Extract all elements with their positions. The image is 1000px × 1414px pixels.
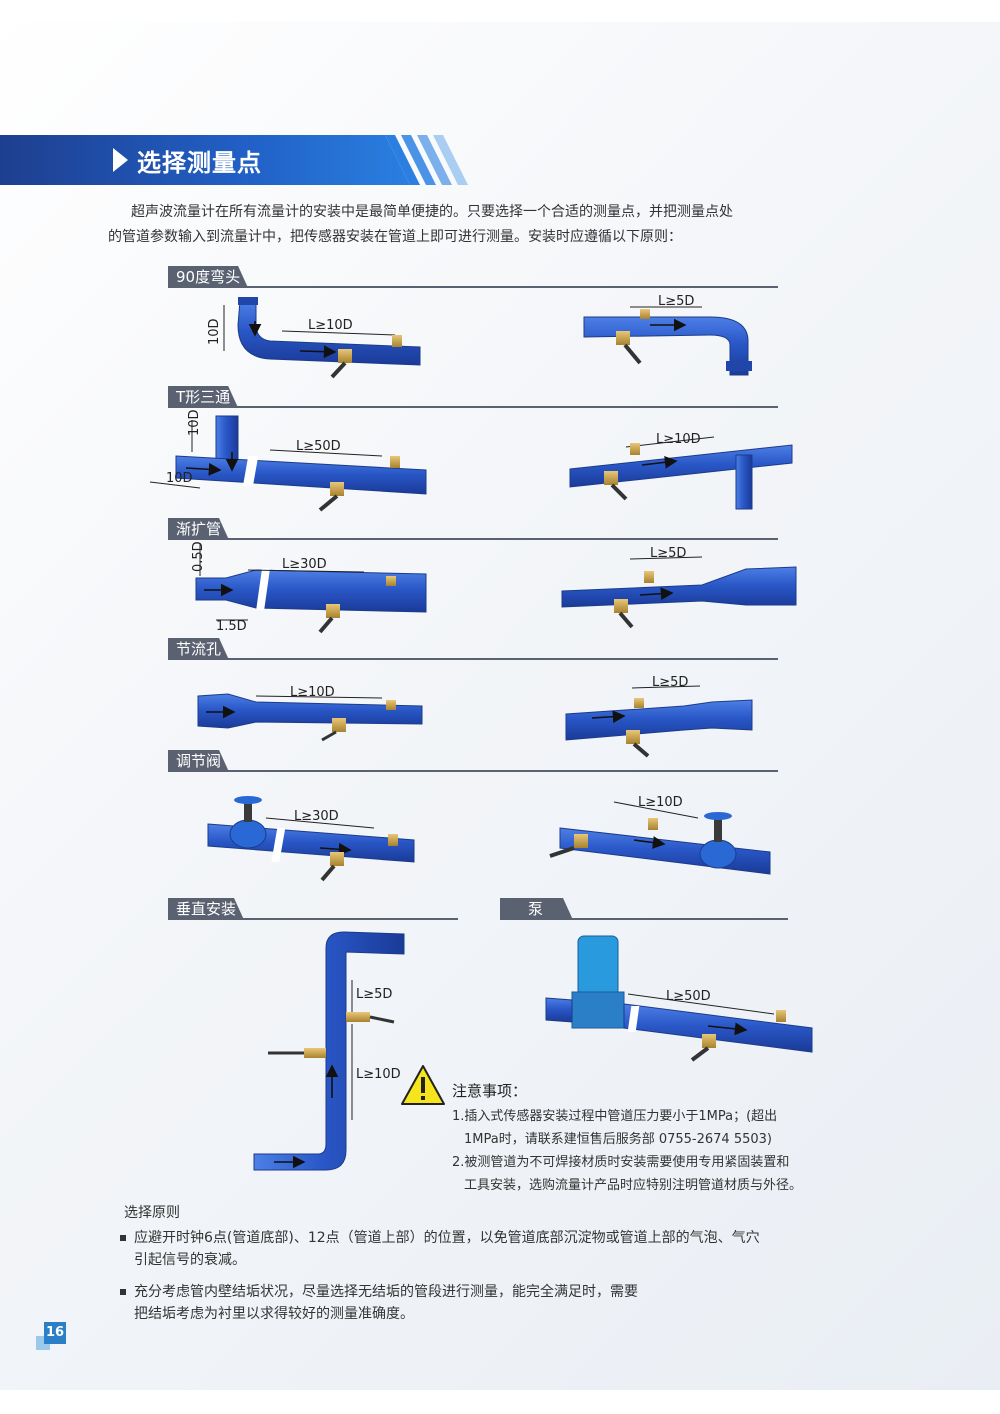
section-orifice-label: 节流孔 [168, 638, 229, 660]
top-margin [0, 0, 1000, 22]
section-banner [0, 135, 410, 185]
principles-title: 选择原则 [124, 1205, 180, 1221]
principles: 选择原则 应避开时钟6点(管道底部)、12点（管道上部）的位置，以免管道底部沉淀… [120, 1202, 844, 1325]
section-pump-label: 泵 [500, 898, 573, 920]
tee-right-figure: L≥10D [569, 432, 793, 510]
page-number: 16 [44, 1322, 66, 1344]
elbow-right-figure: L≥5D [583, 294, 752, 376]
expander-right-figure: L≥5D [561, 546, 797, 629]
section-elbow-label: 90度弯头 [168, 266, 248, 288]
note-2-line-2: 工具安装，选购流量计产品时应特别注明管道材质与外径。 [464, 1178, 803, 1193]
orifice-left-distance-label: L≥10D [290, 685, 335, 700]
warning-icon [401, 1065, 445, 1105]
tee-left-vertical-label: 10D [187, 409, 202, 436]
section-vertical: 垂直安装 [168, 898, 458, 920]
elbow-right-distance-label: L≥5D [658, 294, 694, 309]
tee-left-distance-label: L≥50D [296, 439, 341, 454]
expander-left-figure: 0.5D 1.5D L≥30D [191, 541, 427, 634]
tee-left-bottom-label: 10D [166, 471, 193, 486]
valve-left-figure: L≥30D [207, 796, 415, 882]
bottom-margin [0, 1390, 1000, 1414]
intro-line-1: 超声波流量计在所有流量计的安装中是最简单便捷的。只要选择一个合适的测量点，并把测… [131, 204, 733, 220]
section-expander: 渐扩管 [168, 518, 778, 540]
expander-right-distance-label: L≥5D [650, 546, 686, 561]
vertical-figure: L≥5D L≥10D [253, 931, 405, 1171]
play-triangle-icon [113, 148, 128, 172]
section-valve: 调节阀 [168, 750, 778, 772]
note-1-line-2: 1MPa时，请联系建恒售后服务部 0755-2674 5503) [464, 1132, 772, 1147]
expander-left-distance-label: L≥30D [282, 557, 327, 572]
principle-item-1: 应避开时钟6点(管道底部)、12点（管道上部）的位置，以免管道底部沉淀物或管道上… [120, 1227, 844, 1271]
pump-figure: L≥50D [545, 935, 813, 1062]
elbow-left-vertical-label: 10D [207, 318, 222, 345]
notes: 注意事项： 1.插入式传感器安装过程中管道压力要小于1MPa；(超出 1MPa时… [452, 1080, 832, 1197]
intro-line-2: 的管道参数输入到流量计中，把传感器安装在管道上即可进行测量。安装时应遵循以下原则… [108, 229, 682, 245]
section-expander-label: 渐扩管 [168, 518, 229, 540]
tee-right-distance-label: L≥10D [656, 432, 701, 447]
section-tee: T形三通 [168, 386, 778, 408]
orifice-right-distance-label: L≥5D [652, 675, 688, 690]
valve-right-figure: L≥10D [549, 795, 771, 875]
banner-stripes [385, 135, 468, 185]
section-valve-label: 调节阀 [168, 750, 229, 772]
vertical-lower-label: L≥10D [356, 1067, 401, 1082]
orifice-left-figure: L≥10D [197, 685, 423, 742]
section-elbow: 90度弯头 [168, 266, 778, 288]
elbow-left-figure: 10D L≥10D [207, 297, 421, 379]
section-vertical-label: 垂直安装 [168, 898, 244, 920]
section-orifice: 节流孔 [168, 638, 778, 660]
vertical-upper-label: L≥5D [356, 987, 392, 1002]
section-pump: 泵 [500, 898, 788, 920]
notes-title: 注意事项： [452, 1082, 528, 1100]
intro-text: 超声波流量计在所有流量计的安装中是最简单便捷的。只要选择一个合适的测量点，并把测… [108, 200, 828, 250]
note-1-line-1: 1.插入式传感器安装过程中管道压力要小于1MPa；(超出 [452, 1109, 778, 1124]
note-2-line-1: 2.被测管道为不可焊接材质时安装需要使用专用紧固装置和 [452, 1155, 790, 1170]
pump-distance-label: L≥50D [666, 989, 711, 1004]
expander-left-bottom-label: 1.5D [216, 619, 247, 634]
expander-left-vertical-label: 0.5D [191, 541, 206, 572]
valve-left-distance-label: L≥30D [294, 809, 339, 824]
valve-right-distance-label: L≥10D [638, 795, 683, 810]
tee-left-figure: 10D 10D L≥50D [149, 409, 427, 512]
section-tee-label: T形三通 [168, 386, 238, 408]
elbow-left-distance-label: L≥10D [308, 318, 353, 333]
section-title: 选择测量点 [137, 149, 262, 177]
orifice-right-figure: L≥5D [565, 675, 753, 758]
principle-item-2: 充分考虑管内壁结垢状况，尽量选择无结垢的管段进行测量，能完全满足时，需要 把结垢… [120, 1281, 844, 1325]
